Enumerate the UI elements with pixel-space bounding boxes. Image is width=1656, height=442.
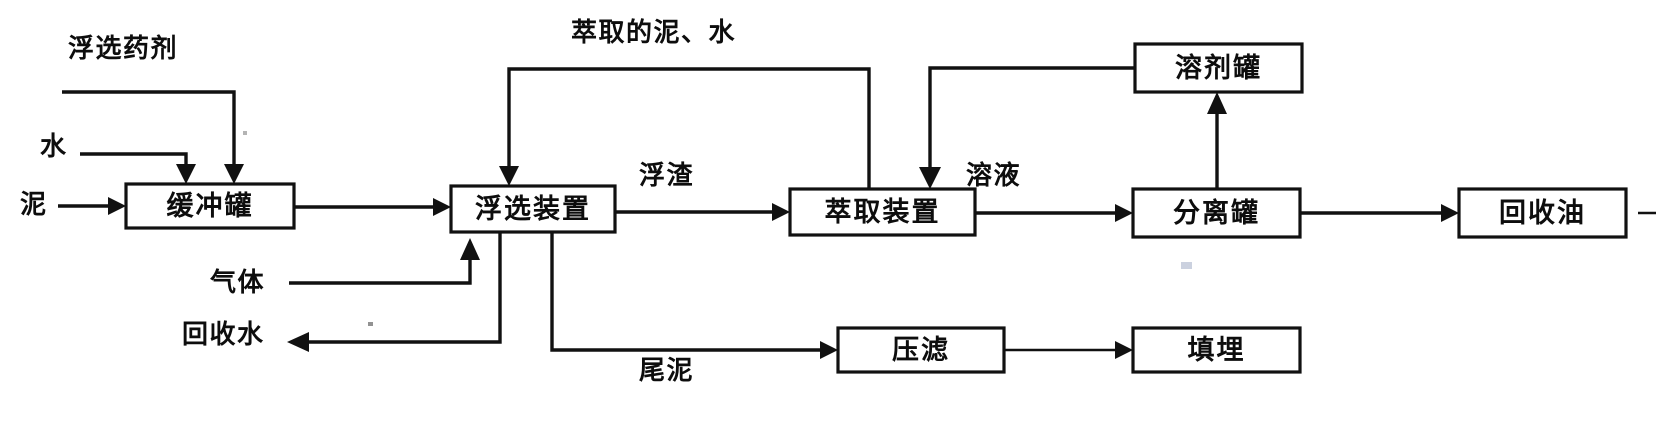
edge-water-to-buffer-tank <box>80 152 196 184</box>
edge-flotation-unit-to-extraction-unit <box>615 203 790 221</box>
node-box-extraction-unit[interactable] <box>788 187 977 237</box>
edge-extraction-unit-to-separation-tank <box>975 204 1133 222</box>
edge-separation-tank-to-recovered-oil <box>1300 204 1459 222</box>
edge-extraction-unit-to-flotation-unit <box>499 67 871 189</box>
io-label-mud-in: 泥 <box>20 190 48 220</box>
edge-mud-to-buffer-tank <box>58 197 126 215</box>
edge-filter-press-to-landfill <box>1004 341 1133 359</box>
node-label-flotation-unit: 浮选装置 <box>475 193 591 225</box>
edge-gas-to-flotation-unit <box>289 238 480 285</box>
node-label-solvent-tank: 溶剂罐 <box>1175 52 1262 84</box>
edge-separation-tank-to-solvent-tank <box>1207 92 1227 189</box>
node-label-buffer-tank: 缓冲罐 <box>166 190 254 222</box>
node-label-extraction-unit: 萃取装置 <box>824 196 941 228</box>
io-label-recycled-water: 回收水 <box>182 320 265 350</box>
edge-label-tail-mud: 尾泥 <box>639 356 695 386</box>
edge-solvent-tank-to-extraction-unit <box>919 66 1135 189</box>
edge-buffer-tank-to-flotation-unit <box>294 198 451 216</box>
node-box-solvent-tank[interactable] <box>1133 42 1304 94</box>
scan-speck <box>1181 262 1192 269</box>
edge-flotation-unit-to-filter-press <box>550 232 838 359</box>
node-label-filter-press: 压滤 <box>892 334 950 366</box>
io-label-gas-in: 气体 <box>210 268 266 298</box>
node-label-recovered-oil: 回收油 <box>1499 197 1586 229</box>
edge-reagent-to-buffer-tank <box>62 90 244 184</box>
node-box-filter-press[interactable] <box>836 326 1006 374</box>
node-label-separation-tank: 分离罐 <box>1173 197 1260 229</box>
edge-label-extracted-mud-water: 萃取的泥、水 <box>571 18 737 48</box>
edge-flotation-unit-to-recycled-water <box>287 232 502 352</box>
scan-speck <box>243 131 247 135</box>
scan-speck <box>368 322 373 326</box>
node-label-landfill: 填埋 <box>1187 334 1246 366</box>
edge-label-froth: 浮渣 <box>639 161 695 191</box>
node-box-flotation-unit[interactable] <box>449 184 617 234</box>
edge-label-solution: 溶液 <box>966 161 1022 191</box>
io-label-water-in: 水 <box>40 132 68 162</box>
io-label-flotation-reagent: 浮选药剂 <box>68 34 179 64</box>
